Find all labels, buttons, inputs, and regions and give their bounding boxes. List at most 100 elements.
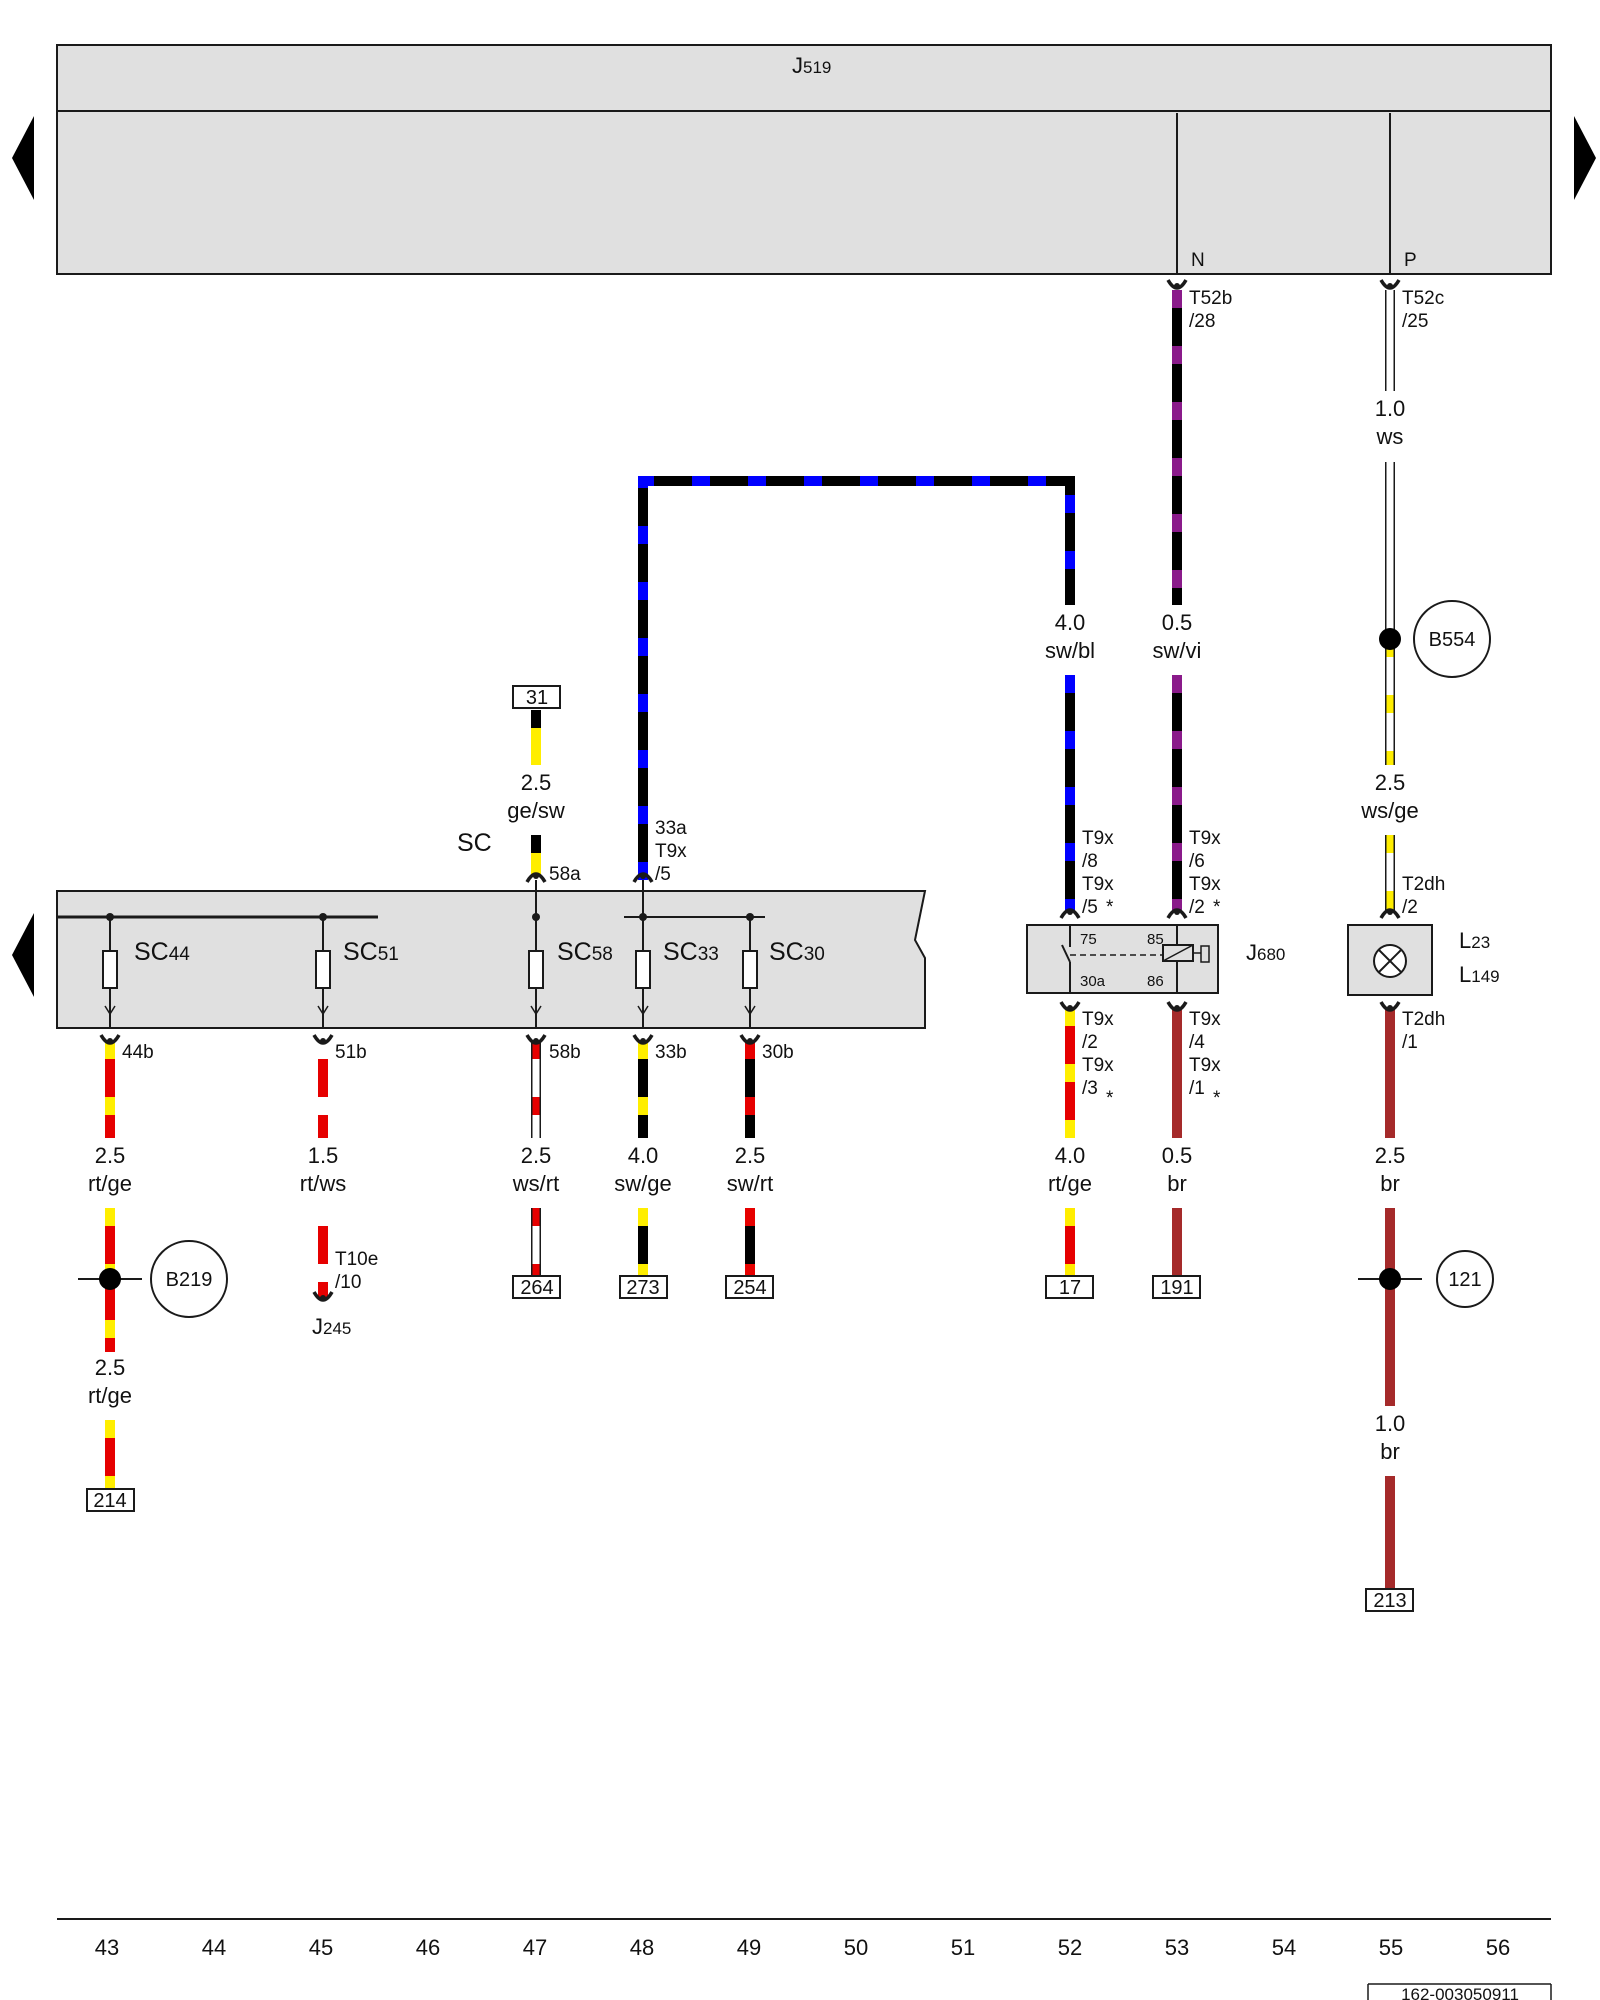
- component-labels: SC44 SC51 SC58 SC33 SC30 J245: [134, 938, 825, 1339]
- j519-body: [56, 110, 1552, 275]
- wire-br3-color: br: [1380, 1439, 1400, 1464]
- b554-circle[interactable]: [1413, 600, 1491, 678]
- fuse-holder-sc: SC: [56, 829, 927, 1029]
- connector-t9x-2-3[interactable]: [1059, 1001, 1081, 1012]
- ref-191-label: 191: [1160, 1277, 1193, 1299]
- pin-t9x-2-c: T9x: [1082, 1055, 1114, 1076]
- sc-label: SC: [457, 829, 492, 857]
- continue-right-arrow-top[interactable]: [1574, 116, 1596, 200]
- j245-label: J245: [312, 1314, 351, 1339]
- fuse-sc33[interactable]: [635, 913, 651, 1028]
- connector-33b[interactable]: [632, 1034, 654, 1045]
- pin-p-label: P: [1404, 250, 1417, 271]
- pin-t9x-4-c: T9x: [1189, 1055, 1221, 1076]
- connector-33a[interactable]: [632, 872, 654, 883]
- grid-number-44: 44: [202, 1935, 226, 1960]
- wire-br1-size: 0.5: [1162, 1143, 1193, 1168]
- ref-214-label: 214: [93, 1490, 126, 1512]
- wire-swge-color: sw/ge: [614, 1171, 671, 1196]
- wire-br3-size: 1.0: [1375, 1411, 1406, 1436]
- wire-wsge-size: 2.5: [1375, 770, 1406, 795]
- pin-t9x-2-d: /3: [1082, 1078, 1098, 1099]
- pin-58b: 58b: [549, 1042, 581, 1063]
- grid-number-55: 55: [1379, 1935, 1403, 1960]
- wire-swbl-size: 4.0: [1055, 610, 1086, 635]
- splice-b219-dot[interactable]: [78, 1268, 142, 1290]
- connector-t9x-6-2[interactable]: [1166, 908, 1188, 919]
- fuse-sc30[interactable]: [742, 913, 758, 1028]
- wire-gesw-color: ge/sw: [507, 798, 565, 823]
- lamp-l23-l149: L23 L149: [1347, 924, 1500, 996]
- wire-ws-color: ws: [1376, 424, 1404, 449]
- fuses-layer: [102, 913, 758, 1028]
- grid-number-50: 50: [844, 1935, 868, 1960]
- ref-264-box[interactable]: [512, 1275, 561, 1299]
- continue-left-arrow-mid[interactable]: [12, 913, 34, 997]
- ref-254-box[interactable]: [725, 1275, 774, 1299]
- wire-swbl-loop[interactable]: [638, 476, 1075, 880]
- fuse-sc33-label: SC33: [663, 938, 719, 966]
- connector-44b[interactable]: [99, 1034, 121, 1045]
- b554-label: B554: [1429, 629, 1476, 651]
- ref-213-box[interactable]: [1365, 1588, 1414, 1612]
- footer-code: 162-003050911: [1401, 1985, 1519, 2000]
- pin-t9x-8-d: /5: [1082, 897, 1098, 918]
- bulb-icon-cross-b: [1378, 949, 1402, 973]
- pin-t9x-6-d: /2: [1189, 897, 1205, 918]
- pin-t9x-6-star: *: [1213, 897, 1221, 918]
- connector-t9x-4-1[interactable]: [1166, 1001, 1188, 1012]
- grid-number-52: 52: [1058, 1935, 1082, 1960]
- continue-left-arrow-top[interactable]: [12, 116, 34, 200]
- connector-t2dh-2[interactable]: [1379, 908, 1401, 919]
- connector-58a[interactable]: [525, 872, 547, 883]
- fuse-sc51[interactable]: [315, 913, 331, 1028]
- wire-rtge1-color: rt/ge: [88, 1171, 132, 1196]
- pin-t9x-4-d: /1: [1189, 1078, 1205, 1099]
- connector-t2dh-1[interactable]: [1379, 1001, 1401, 1012]
- wire-rtws-size: 1.5: [308, 1143, 339, 1168]
- b219-label: B219: [166, 1269, 213, 1291]
- pin-t9x-4-b: /4: [1189, 1032, 1205, 1053]
- pin-t9x-2-b: /2: [1082, 1032, 1098, 1053]
- ref-17-box[interactable]: [1045, 1275, 1094, 1299]
- pin-33b: 33b: [655, 1042, 687, 1063]
- reference-boxes: 31 214 264 273 254 17 191 213: [86, 685, 1414, 1612]
- connector-t52b-28[interactable]: [1166, 279, 1188, 290]
- wire-rtge1-size: 2.5: [95, 1143, 126, 1168]
- splices-layer: [78, 628, 1422, 1290]
- wire-rtge3-color: rt/ge: [1048, 1171, 1092, 1196]
- pin-t9x-8-b: /8: [1082, 851, 1098, 872]
- lamp-l23-label: L23: [1459, 928, 1490, 953]
- splice-121-dot[interactable]: [1358, 1268, 1422, 1290]
- b219-circle[interactable]: [150, 1240, 228, 1318]
- fuse-sc44[interactable]: [102, 913, 118, 1028]
- j519-unit: J519 N P: [56, 44, 1552, 275]
- grid-number-53: 53: [1165, 1935, 1189, 1960]
- wire-wsrt-color: ws/rt: [512, 1171, 559, 1196]
- connector-t10e-10[interactable]: [312, 1291, 334, 1302]
- wire-br2-color: br: [1380, 1171, 1400, 1196]
- connector-t9x-8-5[interactable]: [1059, 908, 1081, 919]
- j519-title: J519: [792, 53, 831, 78]
- pin-33a: 33a: [655, 818, 687, 839]
- pin-labels: T52b /28 T52c /25 T9x /8 T9x /5 * T9x /6…: [122, 288, 1445, 1293]
- relay-terminal-75: 75: [1080, 931, 1097, 948]
- pin-t2dh-2-b: /2: [1402, 897, 1418, 918]
- ref-31-box[interactable]: [512, 685, 561, 709]
- ref-273-box[interactable]: [619, 1275, 668, 1299]
- ref-254-label: 254: [733, 1277, 766, 1299]
- connector-58b[interactable]: [525, 1034, 547, 1045]
- connector-51b[interactable]: [312, 1034, 334, 1045]
- ground-121-circle[interactable]: [1436, 1250, 1494, 1308]
- splice-b554-dot[interactable]: [1379, 628, 1401, 650]
- ref-214-box[interactable]: [86, 1488, 135, 1512]
- grid-number-54: 54: [1272, 1935, 1296, 1960]
- pin-t52c-25: /25: [1402, 311, 1428, 332]
- pin-t2dh-1-a: T2dh: [1402, 1009, 1445, 1030]
- relay-diode: [1200, 945, 1210, 963]
- ref-191-box[interactable]: [1152, 1275, 1201, 1299]
- connector-t52c-25[interactable]: [1379, 279, 1401, 290]
- fuse-sc58[interactable]: [528, 913, 544, 1028]
- connector-30b[interactable]: [739, 1034, 761, 1045]
